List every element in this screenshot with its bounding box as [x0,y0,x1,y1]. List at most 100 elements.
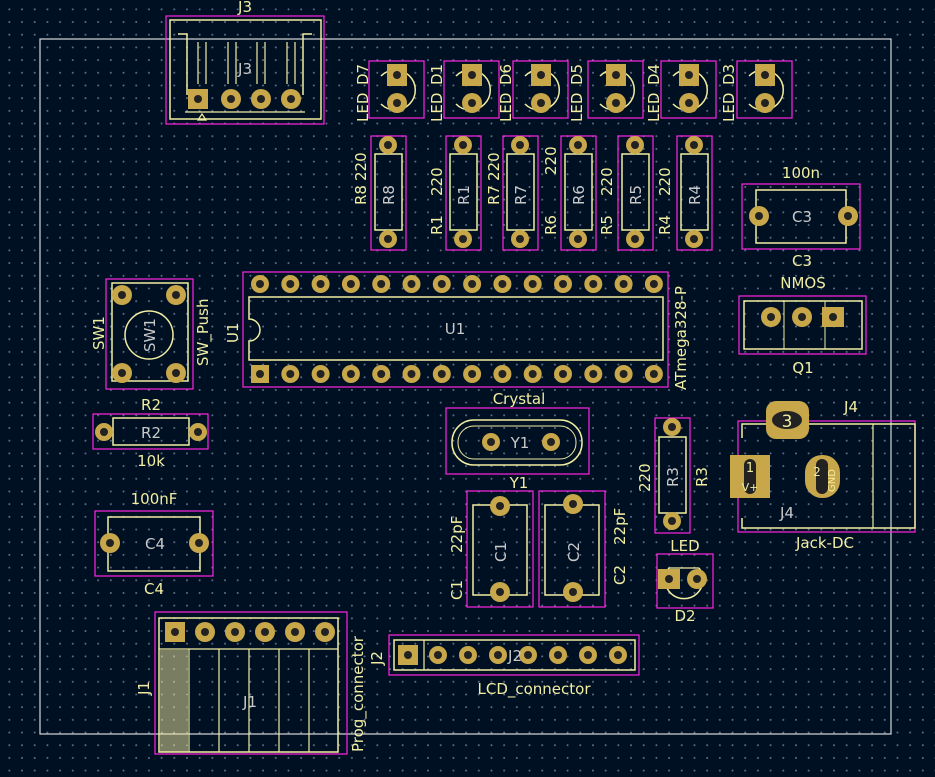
j2-fab-label: J2 [507,647,522,665]
c3-fab-label: C3 [792,208,812,226]
j4-pin2-name: GND [827,469,838,492]
j3-connector[interactable]: J3 J3 [165,0,325,125]
y1-fab-label: Y1 [510,434,530,452]
drill-hole [528,280,537,288]
led-d1[interactable]: D1 LED [428,60,500,122]
d1-value-label: LED [428,93,446,122]
prog-connector-j1[interactable]: J1 J1 Prog_connector [135,611,368,755]
c2-fab-label: C2 [565,542,583,562]
d3-ref-label: D3 [720,64,738,85]
q1-value-label: NMOS [780,274,826,292]
drill-hole [498,280,507,288]
j3-ref-label: J3 [237,0,252,16]
u1-fab-label: U1 [445,320,466,338]
j4-ref-label: J4 [843,398,858,416]
drill-hole [649,280,658,288]
r8-value-label: 220 [352,152,370,181]
sw1-ref-label: SW1 [90,316,108,350]
r7-ref-label: R7 [485,185,503,205]
lcd-connector-j2[interactable]: J2 J2 LCD_connector [368,634,640,699]
d1-ref-label: D1 [428,64,446,85]
drill-hole [494,651,502,659]
r2-ref-label: R2 [141,396,161,414]
c2-value-label: 22pF [611,508,629,545]
r4-fab-label: R4 [686,185,704,205]
r1-fab-label: R1 [455,185,473,205]
resistor-r6[interactable]: R6 R6 220 [542,135,597,251]
d2-ref-label: D2 [674,607,695,625]
resistor-r1[interactable]: R1 R1 220 [428,135,482,251]
r4-value-label: 220 [656,167,674,196]
drill-hole [649,370,658,378]
j3-fab-label: J3 [237,60,252,78]
j4-pin3-label: 3 [782,412,793,432]
drill-hole [468,280,477,288]
r1-ref-label: R1 [428,215,446,235]
board-edge [39,38,892,735]
crystal-y1[interactable]: Y1 Crystal Y1 [445,390,590,492]
led-d3[interactable]: D3 LED [720,60,793,122]
c4-ref-label: C4 [144,580,164,598]
u1-ref-label: U1 [224,322,242,343]
drill-hole [559,280,567,288]
j4-fab-label: J4 [779,504,794,522]
drill-hole [407,370,416,378]
drill-hole [468,370,477,378]
j4-pin2-label: 2 [813,465,821,479]
capacitor-c2[interactable]: C2 22pF C2 [538,490,629,608]
led-d4[interactable]: D4 LED [645,60,717,122]
capacitor-c1[interactable]: C1 22pF C1 [448,490,534,608]
j1-ref-label: J1 [135,681,153,696]
led-d2[interactable]: LED D2 [656,537,714,625]
r6-ref-label: R6 [542,215,560,235]
drill-hole [614,651,622,659]
drill-hole [589,280,598,288]
j1-value-label: Prog_connector [349,635,368,752]
drill-hole [559,370,567,378]
resistor-r4[interactable]: R4 R4 220 [656,135,713,251]
r3-value-label: 220 [636,463,654,492]
r3-ref-label: R3 [693,467,711,487]
r7-fab-label: R7 [512,185,530,205]
drill-hole [377,370,386,378]
resistor-r5[interactable]: R5 R5 220 [598,135,654,251]
d5-value-label: LED [568,93,586,122]
drill-hole [584,651,592,659]
r3-fab-label: R3 [664,467,682,487]
r2-value-label: 10k [137,452,165,470]
ic-u1[interactable]: U1 U1 ATmega328-P [224,271,690,390]
r2-fab-label: R2 [141,424,161,442]
sw1-value-label: SW_Push [194,299,213,366]
drill-hole [498,370,507,378]
d6-value-label: LED [497,93,515,122]
r4-ref-label: R4 [656,215,674,235]
transistor-q1[interactable]: NMOS Q1 [738,274,867,377]
jack-dc-j4[interactable]: 3 1 V+ 2 GND J4 J4 Jack-DC [730,398,916,552]
led-d6[interactable]: D6 LED [497,60,569,122]
d4-value-label: LED [645,93,663,122]
led-d7[interactable]: D7 LED [354,60,425,122]
resistor-r3[interactable]: R3 220 R3 [636,417,711,534]
r8-fab-label: R8 [380,185,398,205]
drill-hole [286,280,295,288]
resistor-r8[interactable]: R8 R8 220 [352,135,407,251]
c1-value-label: 22pF [448,516,466,553]
capacitor-c4[interactable]: 100nF C4 C4 [94,490,214,598]
d5-ref-label: D5 [568,64,586,85]
drill-hole [256,370,264,378]
capacitor-c3[interactable]: 100n C3 C3 [741,164,861,270]
resistor-r7[interactable]: R7 R7 220 [485,135,539,251]
c2-ref-label: C2 [611,565,629,585]
drill-hole [346,280,355,288]
j4-pin1-name: V+ [742,481,759,494]
drill-hole [407,280,416,288]
switch-sw1[interactable]: SW1 SW1 SW_Push [90,278,213,390]
r8-ref-label: R8 [352,185,370,205]
r1-value-label: 220 [428,167,446,196]
j2-ref-label: J2 [368,651,386,666]
c3-value-label: 100n [782,164,820,182]
resistor-r2[interactable]: R2 R2 10k [92,396,209,470]
led-d5[interactable]: D5 LED [568,60,644,122]
drill-hole [524,651,532,659]
